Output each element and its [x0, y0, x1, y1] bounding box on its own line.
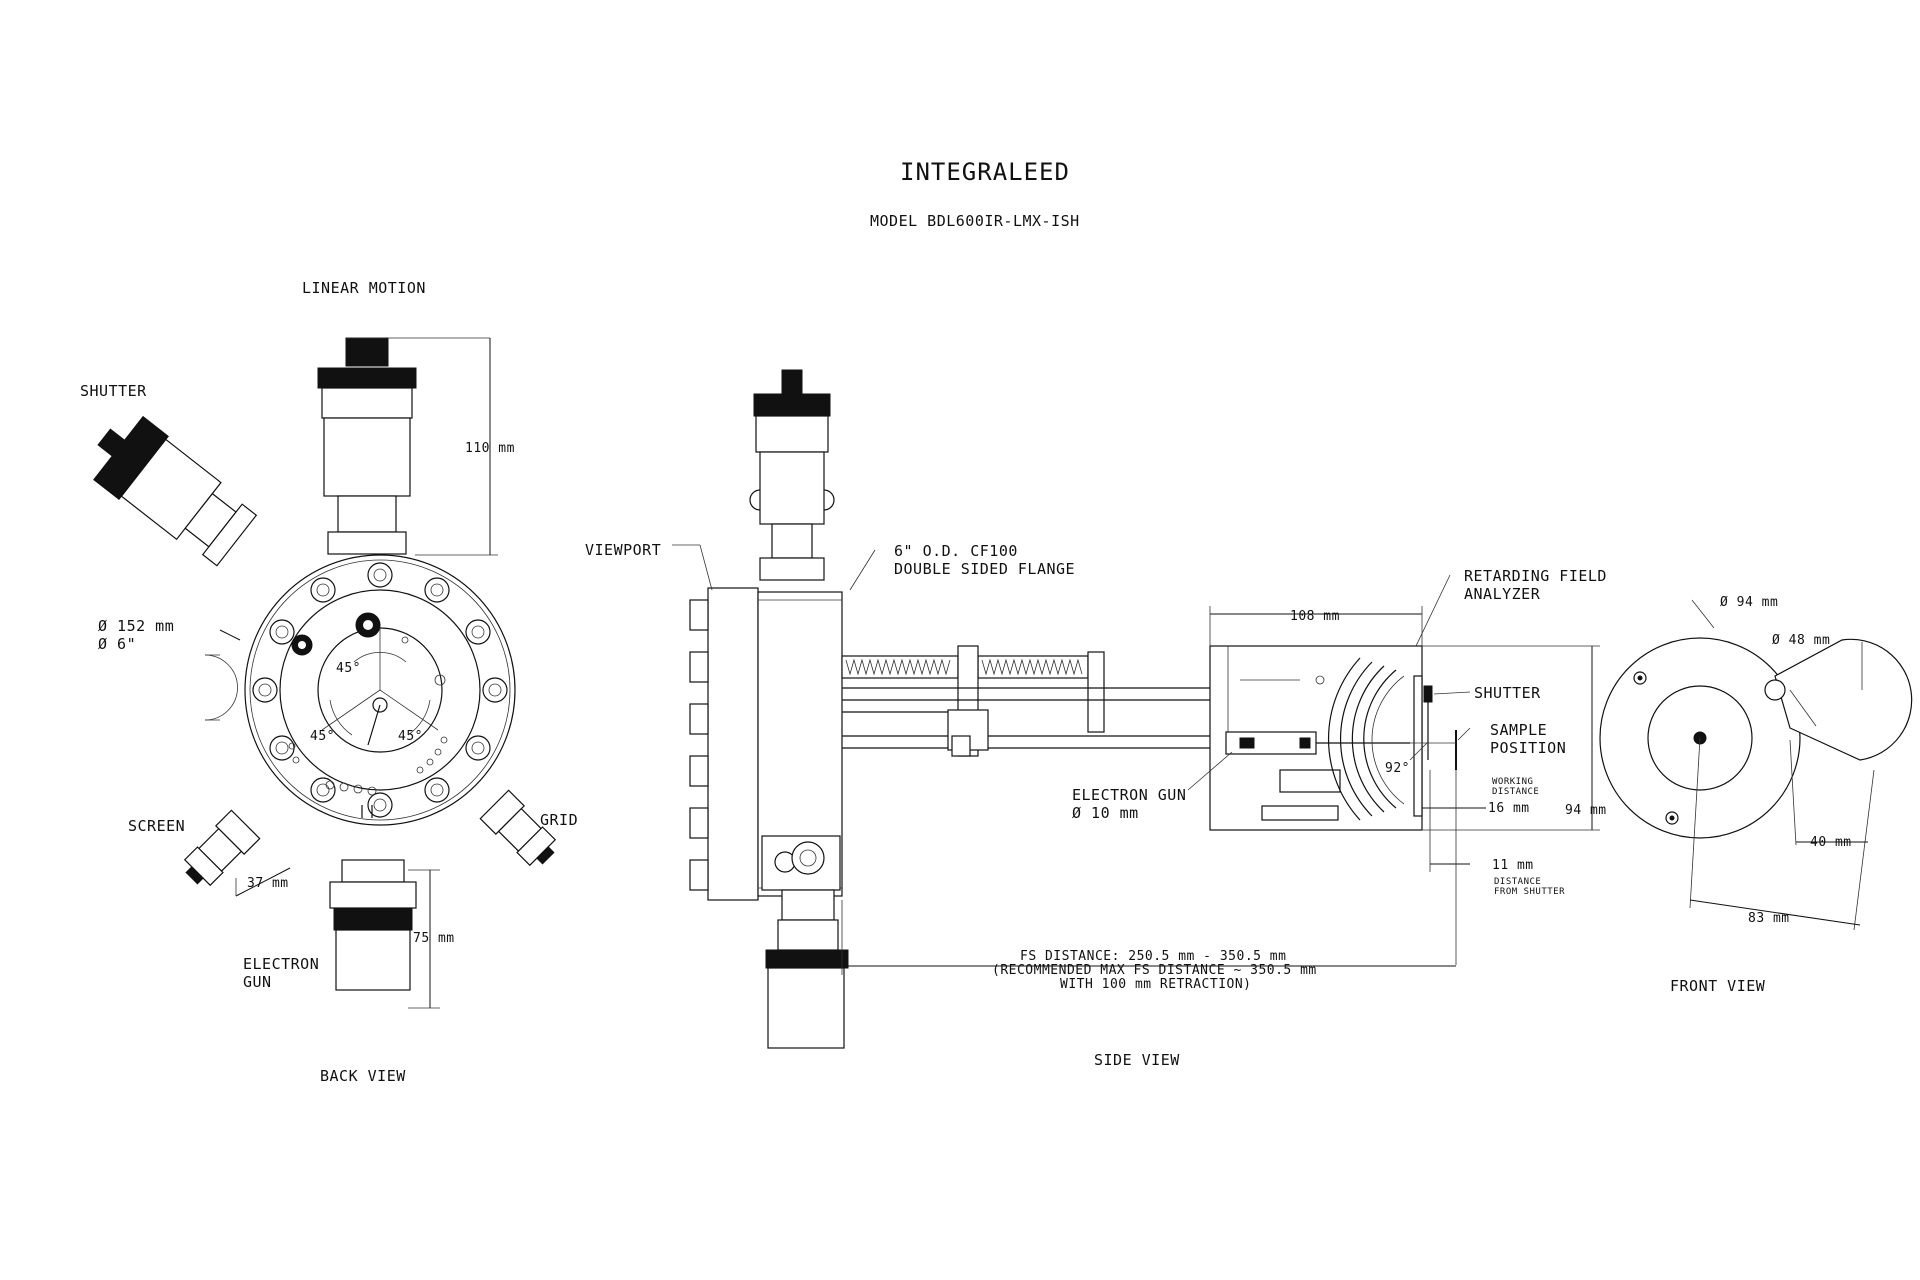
front-inner-circle — [1647, 685, 1753, 791]
flange-bolts — [252, 562, 508, 818]
label-side-egun-line1: ELECTRON GUN — [1072, 786, 1187, 804]
rfa-grid-1 — [1327, 657, 1361, 821]
label-dim-40: 40 mm — [1810, 835, 1852, 850]
rfa-shutter — [1423, 685, 1433, 703]
label-fs-line2: (RECOMMENDED MAX FS DISTANCE ~ 350.5 mm — [992, 963, 1317, 978]
side-view-drawing — [672, 369, 1600, 1049]
label-dia-6in: Ø 6" — [98, 635, 137, 653]
model-number: MODEL BDL600IR-LMX-ISH — [870, 212, 1080, 230]
label-angle-left: 45° — [310, 729, 335, 744]
caption-back-view: BACK VIEW — [320, 1067, 406, 1085]
label-sample-line1: SAMPLE — [1490, 721, 1548, 739]
label-dim-110: 110 mm — [465, 441, 515, 456]
label-side-egun-line2: Ø 10 mm — [1072, 804, 1139, 822]
linear-motion-knob — [345, 337, 389, 367]
screen-port — [183, 809, 261, 887]
label-flange-line2: DOUBLE SIDED FLANGE — [894, 560, 1076, 578]
label-fs-line1: FS DISTANCE: 250.5 mm - 350.5 mm — [1020, 949, 1287, 964]
back-flange-inner — [279, 589, 481, 791]
rfa-screen — [1363, 669, 1397, 809]
shutter-actuator — [93, 415, 258, 567]
label-angle-right: 45° — [398, 729, 423, 744]
label-dim-83: 83 mm — [1748, 911, 1790, 926]
label-rfa-line2: ANALYZER — [1464, 585, 1541, 603]
front-view-drawing — [1599, 599, 1913, 931]
rfa-grid-2 — [1339, 661, 1373, 817]
viewport-bolts — [689, 599, 709, 891]
label-dia-48: Ø 48 mm — [1772, 633, 1831, 648]
label-linear-motion: LINEAR MOTION — [302, 279, 426, 297]
linear-motion-body — [323, 417, 411, 497]
inner-holes — [288, 636, 448, 796]
side-egun-body — [767, 967, 845, 1049]
label-dim-16: 16 mm — [1488, 801, 1530, 816]
label-rfa-line1: RETARDING FIELD — [1464, 567, 1607, 585]
rfa-grid-3 — [1351, 665, 1385, 813]
caption-front-view: FRONT VIEW — [1670, 977, 1766, 995]
label-sample-line2: POSITION — [1490, 739, 1567, 757]
dim-line-83 — [1689, 899, 1861, 926]
linear-motion-base — [327, 531, 407, 555]
linear-motion-neck — [337, 495, 397, 533]
label-egun-line1: ELECTRON — [243, 955, 320, 973]
label-viewport: VIEWPORT — [585, 541, 662, 559]
linear-motion-ring — [321, 387, 413, 419]
label-dim-11: 11 mm — [1492, 858, 1534, 873]
front-shutter-arm — [1774, 638, 1913, 761]
side-actuator-collar — [753, 393, 831, 417]
side-egun-ring — [765, 949, 849, 969]
label-dim-94: 94 mm — [1565, 803, 1607, 818]
label-egun-line2: GUN — [243, 973, 272, 991]
caption-side-view: SIDE VIEW — [1094, 1051, 1180, 1069]
label-back-shutter: SHUTTER — [80, 382, 147, 400]
label-dist-line2: FROM SHUTTER — [1494, 887, 1566, 897]
label-working-line1: WORKING — [1492, 777, 1534, 787]
label-screen: SCREEN — [128, 817, 186, 835]
label-fs-line3: WITH 100 mm RETRACTION) — [1060, 977, 1252, 992]
egun-collar — [329, 881, 417, 909]
label-dist-line1: DISTANCE — [1494, 877, 1542, 887]
label-dim-75: 75 mm — [413, 931, 455, 946]
drawing-title: INTEGRALEED — [900, 158, 1070, 186]
grid-port — [479, 789, 557, 867]
egun-ring — [333, 907, 413, 931]
shaft-clamp-2 — [1087, 651, 1105, 733]
label-dia-94: Ø 94 mm — [1720, 595, 1779, 610]
label-dim-108: 108 mm — [1290, 609, 1340, 624]
egun-flange — [341, 859, 405, 883]
label-dim-37: 37 mm — [247, 876, 289, 891]
side-actuator-body — [759, 451, 825, 525]
label-flange-line1: 6" O.D. CF100 — [894, 542, 1018, 560]
label-angle-92: 92° — [1385, 761, 1410, 776]
back-view-drawing — [93, 337, 557, 1009]
label-side-shutter: SHUTTER — [1474, 684, 1541, 702]
label-dia-152: Ø 152 mm — [98, 617, 175, 635]
linear-motion-collar — [317, 367, 417, 389]
label-working-line2: DISTANCE — [1492, 787, 1540, 797]
label-angle-top: 45° — [336, 661, 361, 676]
viewport-flange — [707, 587, 759, 901]
egun-body — [335, 929, 411, 991]
label-grid: GRID — [540, 811, 579, 829]
